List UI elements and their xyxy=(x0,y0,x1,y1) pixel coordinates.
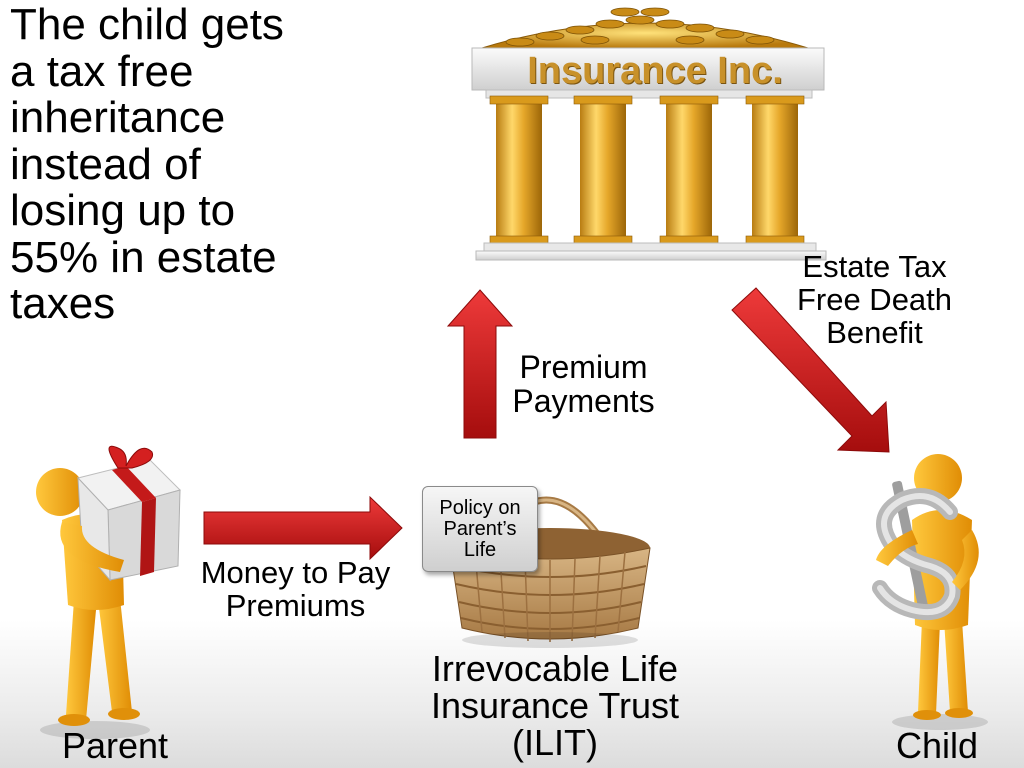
gift-icon xyxy=(77,445,181,582)
death-benefit-label: Estate Tax Free Death Benefit xyxy=(796,249,953,350)
child-figure-icon xyxy=(872,454,988,730)
headline: The child gets a tax free inheritance in… xyxy=(10,0,284,328)
floor-shadow xyxy=(0,620,1024,768)
money-to-pay-label: Money to Pay Premiums xyxy=(200,555,391,623)
parent-figure-icon xyxy=(36,445,181,739)
insurance-building-icon xyxy=(471,7,827,261)
arrow-money-right xyxy=(203,495,403,561)
premium-payments-label: Premium Payments xyxy=(512,349,655,419)
policy-card: Policy on Parent’s Life xyxy=(422,486,538,572)
child-label: Child xyxy=(895,725,979,766)
arrow-death-benefit-down xyxy=(731,287,890,453)
insurer-name: Insurance Inc. xyxy=(527,50,783,92)
arrow-premium-up xyxy=(446,289,514,439)
trust-label: Irrevocable Life Insurance Trust (ILIT) xyxy=(430,648,680,763)
parent-label: Parent xyxy=(61,725,169,766)
